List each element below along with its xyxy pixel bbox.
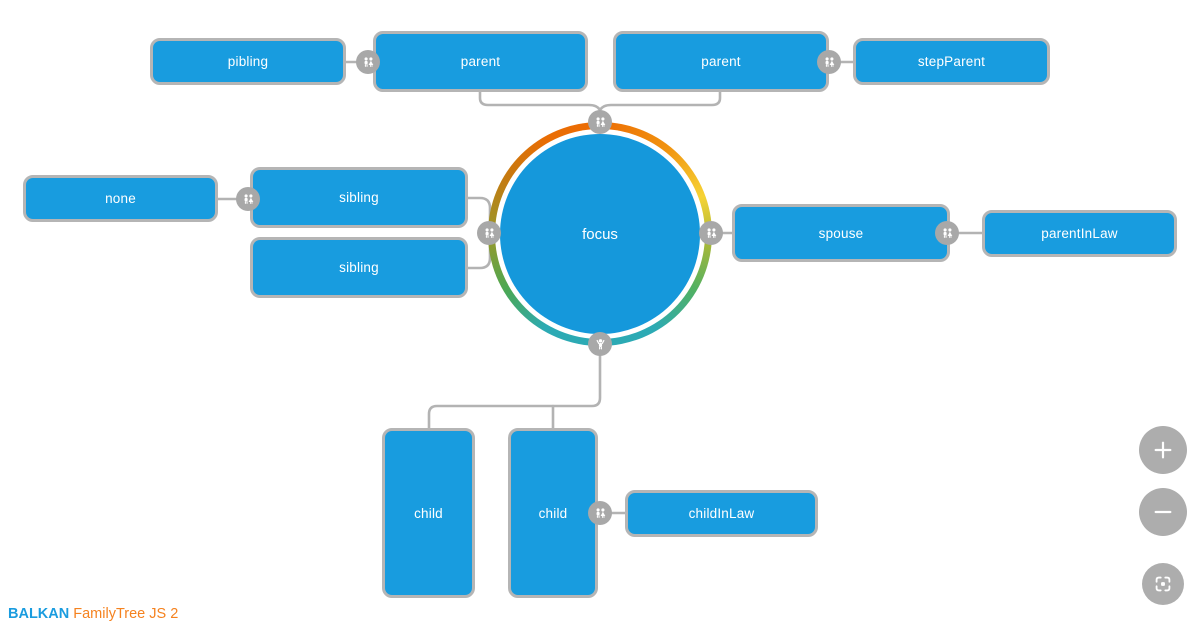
couple-icon: [939, 225, 956, 242]
minus-icon: [1152, 501, 1174, 523]
node-label: child: [538, 505, 568, 521]
couple-icon: [481, 225, 498, 242]
plus-icon: [1152, 439, 1174, 461]
node-sibling-1[interactable]: sibling: [250, 167, 468, 228]
add-sibling-icon[interactable]: [477, 221, 501, 245]
add-partner-icon[interactable]: [356, 50, 380, 74]
node-label: sibling: [339, 260, 379, 275]
node-label: focus: [582, 225, 618, 243]
node-stepparent[interactable]: stepParent: [853, 38, 1050, 85]
add-spouse-icon[interactable]: [699, 221, 723, 245]
add-child-icon[interactable]: [588, 332, 612, 356]
add-partner-icon[interactable]: [236, 187, 260, 211]
node-child-1[interactable]: child: [382, 428, 475, 598]
node-focus[interactable]: focus: [500, 134, 700, 334]
fit-screen-icon: [1152, 573, 1174, 595]
product-name: FamilyTree JS 2: [73, 606, 179, 622]
node-label: spouse: [818, 225, 864, 241]
node-parent-2[interactable]: parent: [613, 31, 829, 92]
couple-icon: [703, 225, 720, 242]
node-label: child: [414, 505, 443, 521]
node-label: stepParent: [917, 54, 986, 69]
couple-icon: [240, 191, 257, 208]
zoom-in-button[interactable]: [1139, 426, 1187, 474]
focus-ring: focus: [488, 122, 712, 346]
node-parent-1[interactable]: parent: [373, 31, 588, 92]
couple-icon: [592, 505, 609, 522]
node-child-2[interactable]: child: [508, 428, 598, 598]
brand-name: BALKAN: [8, 606, 70, 622]
node-childinlaw[interactable]: childInLaw: [625, 490, 818, 537]
node-label: none: [105, 191, 136, 206]
node-label: parentInLaw: [1041, 226, 1118, 241]
couple-icon: [592, 114, 609, 131]
node-label: pibling: [227, 54, 269, 69]
node-pibling[interactable]: pibling: [150, 38, 346, 85]
add-parents-icon[interactable]: [588, 110, 612, 134]
person-arms-up-icon: [592, 336, 609, 353]
zoom-out-button[interactable]: [1139, 488, 1187, 536]
node-parentinlaw[interactable]: parentInLaw: [982, 210, 1177, 257]
node-label: sibling: [339, 190, 379, 205]
couple-icon: [360, 54, 377, 71]
node-sibling-2[interactable]: sibling: [250, 237, 468, 298]
node-label: parent: [701, 54, 741, 69]
couple-icon: [821, 54, 838, 71]
node-label: parent: [460, 54, 501, 69]
node-spouse[interactable]: spouse: [732, 204, 950, 262]
add-partner-icon[interactable]: [817, 50, 841, 74]
balkan-logo-link[interactable]: BALKAN FamilyTree JS 2: [8, 606, 178, 622]
add-partner-icon[interactable]: [588, 501, 612, 525]
add-partner-icon[interactable]: [935, 221, 959, 245]
fit-screen-button[interactable]: [1142, 563, 1184, 605]
node-label: childInLaw: [688, 506, 755, 521]
node-none[interactable]: none: [23, 175, 218, 222]
